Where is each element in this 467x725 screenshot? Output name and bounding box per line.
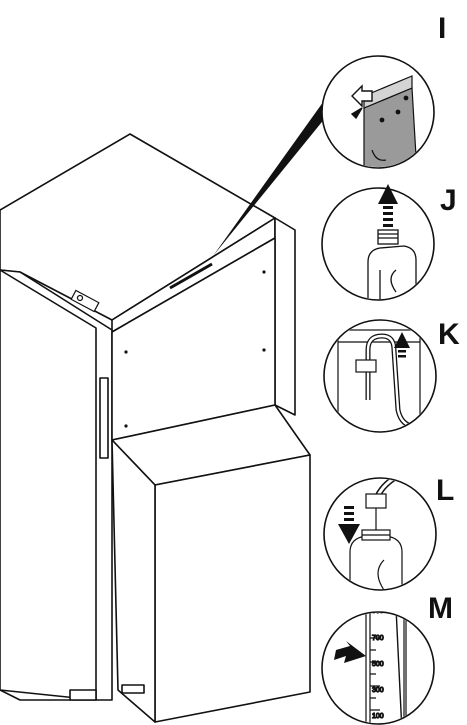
scale-label-700: 700	[372, 635, 384, 642]
cabinet-right-post	[274, 217, 296, 416]
scale-ticks	[370, 637, 380, 711]
step-l-callout: L	[323, 474, 454, 591]
bottle-body	[367, 245, 417, 299]
scale-label-300: 300	[372, 687, 384, 694]
cabinet-door	[0, 269, 97, 701]
pull-out-arrow-icon	[394, 332, 410, 358]
lid-slot	[169, 262, 213, 290]
step-letter-j: J	[440, 184, 457, 217]
step-letter-m: M	[428, 592, 453, 625]
scale-label-900: 900	[372, 608, 384, 615]
step-letter-i: I	[438, 12, 446, 45]
pull-up-arrow-icon	[378, 184, 398, 227]
lift-arrow-icon	[350, 84, 373, 120]
push-down-arrow-icon	[338, 506, 360, 544]
lower-cover-front	[154, 454, 311, 723]
scale-label-100: 100	[372, 713, 384, 720]
door-handle	[99, 377, 109, 459]
step-letter-k: K	[438, 318, 460, 351]
step-j-callout: J	[321, 184, 457, 301]
hose-connector	[365, 493, 387, 509]
step-letter-l: L	[436, 474, 454, 507]
step-i-callout: I	[321, 12, 446, 169]
scale-label-500: 500	[372, 661, 384, 668]
hose-cap	[355, 359, 377, 373]
step-k-callout: K	[323, 318, 460, 433]
appliance-cabinet	[0, 133, 311, 723]
level-pointer-arrow-icon	[334, 641, 366, 663]
lower-cover-side	[111, 439, 156, 723]
bottle-cap	[377, 229, 399, 245]
lid-hinge	[70, 289, 100, 313]
cabinet-foot	[69, 689, 97, 701]
step-m-callout: 900 700 500 300 100 M	[321, 592, 453, 725]
callout-pointer	[213, 98, 330, 256]
